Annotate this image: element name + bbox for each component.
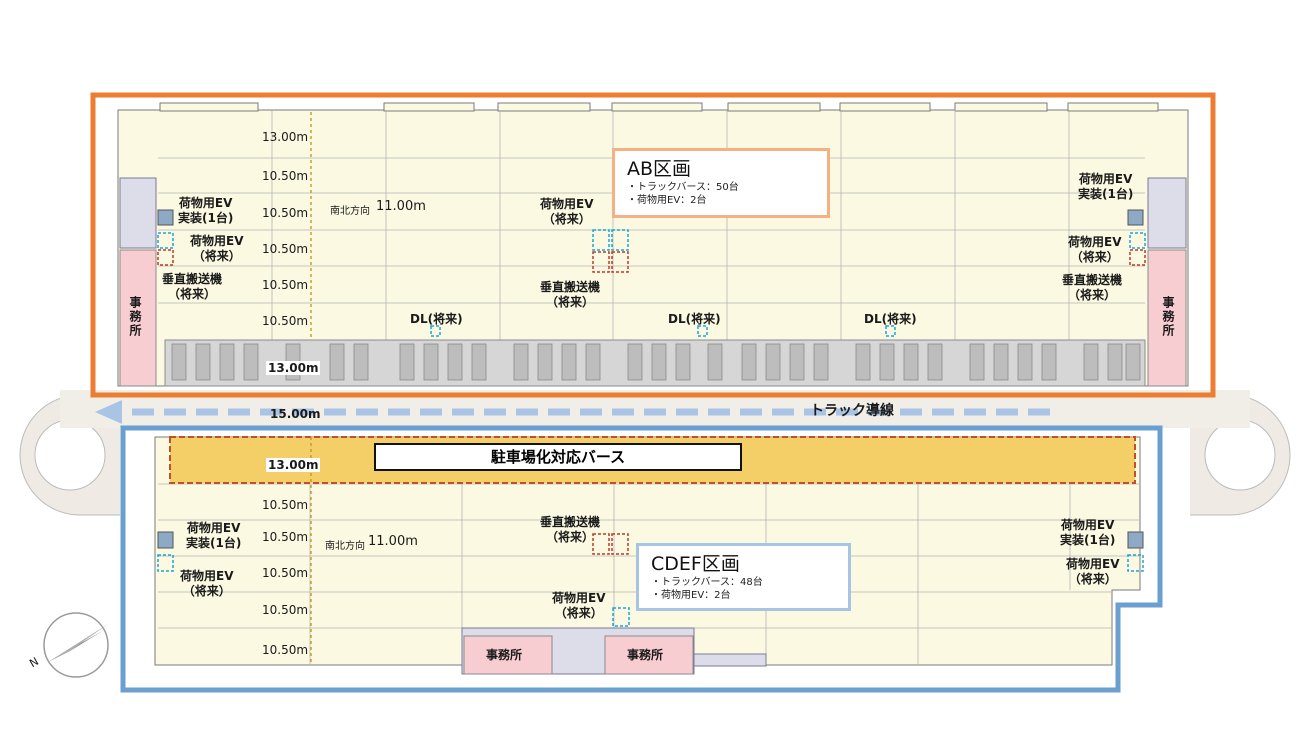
ab-dim-4: 10.50m: [262, 242, 309, 256]
north-arrow-icon: [43, 612, 109, 678]
ab-dl-1: DL(将来): [410, 312, 463, 326]
truck-route-label: トラック導線: [810, 403, 894, 419]
ab-span-ns-prefix: 南北方向: [330, 206, 370, 217]
ab-zone-outline: [90, 92, 1216, 398]
cdef-dim-2: 10.50m: [262, 530, 309, 544]
cdef-zone-info: CDEF区画 ・トラックバース：48台 ・荷物用EV：2台: [636, 543, 851, 611]
ab-dim-3: 10.50m: [262, 206, 309, 220]
ab-ev-future-right: 荷物用EV （将来）: [1068, 235, 1122, 264]
truck-route-arrow-icon: [95, 400, 1050, 424]
cdef-zone-title: CDEF区画: [651, 553, 740, 575]
cdef-office-right: 事務所: [627, 648, 664, 662]
cdef-dim-3: 10.50m: [262, 566, 309, 580]
cdef-dim-4: 10.50m: [262, 603, 309, 617]
ab-dl-3: DL(将来): [864, 312, 917, 326]
parking-berth-banner: 駐車場化対応バース: [374, 443, 742, 471]
cdef-conveyor-center: 垂直搬送機 （将来）: [540, 515, 601, 544]
cdef-ev-future-left: 荷物用EV （将来）: [180, 569, 234, 598]
ab-dim-2: 10.50m: [262, 169, 309, 183]
cdef-ev-future-right: 荷物用EV （将来）: [1066, 557, 1120, 586]
ab-dim-6: 10.50m: [262, 314, 309, 328]
cdef-zone-outline: [120, 425, 1163, 693]
road-dim: 15.00m: [270, 407, 321, 421]
ab-conveyor-center: 垂直搬送機 （将来）: [540, 280, 601, 309]
cdef-dim-1: 10.50m: [262, 498, 309, 512]
ab-span-ns-value: 11.00m: [376, 199, 426, 214]
cdef-zone-item-ev: ・荷物用EV：2台: [651, 590, 731, 601]
cdef-ev-future-center: 荷物用EV （将来）: [552, 591, 606, 620]
ab-dl-2: DL(将来): [668, 312, 721, 326]
ab-dim-1: 13.00m: [262, 130, 309, 144]
ab-zone-item-berths: ・トラックバース：50台: [627, 182, 739, 193]
ab-ev-future-center: 荷物用EV （将来）: [540, 197, 594, 226]
ab-ev-future-left: 荷物用EV （将来）: [190, 234, 244, 263]
cdef-span-ns-value: 11.00m: [368, 534, 418, 549]
ab-conveyor-left: 垂直搬送機 （将来）: [162, 272, 223, 301]
cdef-ev-installed-right: 荷物用EV 実装(1台): [1060, 518, 1116, 547]
ab-ev-installed-left: 荷物用EV 実装(1台): [178, 196, 234, 225]
ab-ev-installed-right: 荷物用EV 実装(1台): [1078, 172, 1134, 201]
ab-dim-5: 10.50m: [262, 278, 309, 292]
ab-office-right: 事務所: [1161, 296, 1175, 338]
ab-conveyor-right: 垂直搬送機 （将来）: [1062, 273, 1123, 302]
cdef-zone-item-berths: ・トラックバース：48台: [651, 577, 763, 588]
ab-zone-info: AB区画 ・トラックバース：50台 ・荷物用EV：2台: [612, 148, 830, 218]
ab-dim-berth: 13.00m: [266, 361, 321, 375]
cdef-dim-5: 10.50m: [262, 643, 309, 657]
ab-zone-item-ev: ・荷物用EV：2台: [627, 195, 707, 206]
ab-office-left: 事務所: [128, 296, 142, 338]
cdef-span-ns-prefix: 南北方向: [325, 541, 365, 552]
cdef-office-left: 事務所: [486, 648, 523, 662]
cdef-dim-berth: 13.00m: [266, 458, 321, 472]
cdef-ev-installed-left: 荷物用EV 実装(1台): [186, 521, 242, 550]
ab-zone-title: AB区画: [627, 158, 692, 180]
